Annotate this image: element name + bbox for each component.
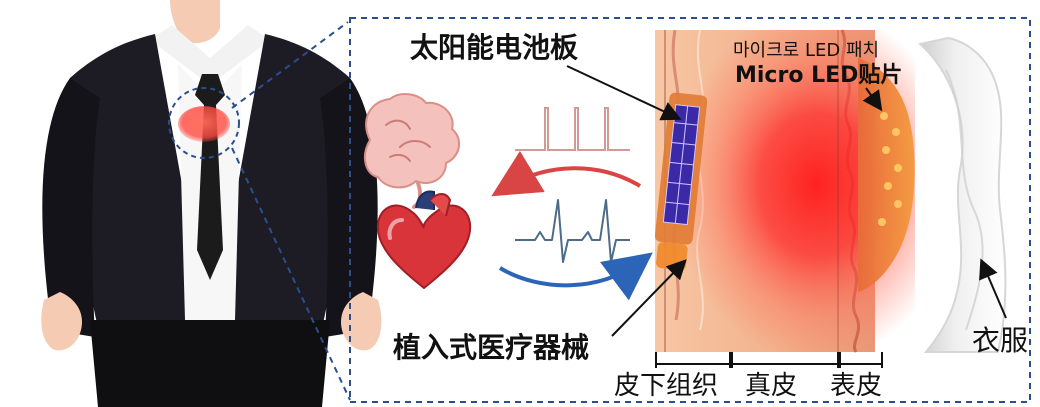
layer-brackets (656, 352, 882, 368)
label-subcutaneous: 皮下组织 (614, 371, 718, 401)
label-solar-panel: 太阳能电池板 (410, 31, 578, 64)
label-clothes: 衣服 (972, 324, 1028, 357)
heart-icon (378, 192, 470, 288)
red-arrow (505, 168, 640, 188)
label-dermis: 真皮 (745, 371, 797, 401)
brain-icon (365, 94, 459, 207)
clothing-layer (920, 38, 1005, 352)
ecg-trace (515, 200, 630, 262)
label-implant: 植入式医疗器械 (393, 331, 589, 364)
blue-arrow (500, 262, 640, 285)
label-micro-led-cn: Micro LED贴片 (735, 62, 902, 88)
stimulation-pulse-trace (515, 108, 630, 150)
label-micro-led-kr: 마이크로 LED 패치 (733, 40, 879, 61)
person-figure (41, 0, 381, 407)
signal-panel (500, 108, 640, 285)
label-epidermis: 表皮 (830, 371, 882, 401)
